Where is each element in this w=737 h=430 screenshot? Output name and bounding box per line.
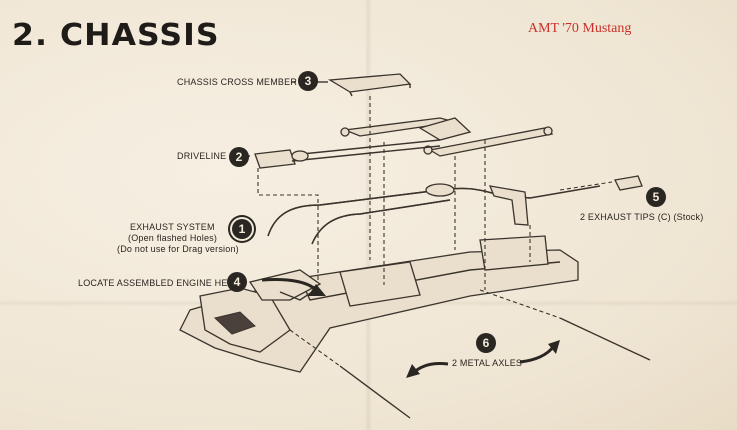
engine-location-arrow <box>261 278 326 296</box>
cross-member-bars <box>340 117 554 157</box>
metal-axles-part <box>289 289 651 419</box>
chassis-frame-part <box>179 235 579 373</box>
page-title: 2. CHASSIS <box>12 18 220 53</box>
callout-badge-5: 5 <box>646 187 666 207</box>
callout-badge-4: 4 <box>227 272 247 292</box>
callout-label-axles: 2 METAL AXLES <box>452 358 523 368</box>
callout-label-exhaust-line-2: (Open flashed Holes) <box>128 233 218 243</box>
callout-leaders <box>232 81 296 157</box>
callout-label-exhaust-line-1: EXHAUST SYSTEM <box>130 222 215 232</box>
callout-badge-1: 1 <box>232 219 252 239</box>
callout-label-driveline: DRIVELINE <box>177 151 227 161</box>
model-name: AMT '70 Mustang <box>528 21 632 36</box>
exhaust-tips-part <box>559 175 643 191</box>
callout-label-exhaust-tips: 2 EXHAUST TIPS (C) (Stock) <box>580 212 704 222</box>
callout-label-engine: LOCATE ASSEMBLED ENGINE HERE <box>78 278 241 288</box>
axle-direction-arrows <box>406 340 560 378</box>
cross-member-part <box>317 73 412 97</box>
driveline-part <box>254 139 441 169</box>
callout-label-exhaust-line-3: (Do not use for Drag version) <box>117 244 239 254</box>
callout-badge-3: 3 <box>298 71 318 91</box>
callout-label-cross-member: CHASSIS CROSS MEMBER <box>177 77 298 87</box>
callout-badge-6: 6 <box>476 333 496 353</box>
assembly-guide-lines <box>257 96 531 290</box>
exhaust-system-part <box>267 183 601 245</box>
callout-badge-2: 2 <box>229 147 249 167</box>
